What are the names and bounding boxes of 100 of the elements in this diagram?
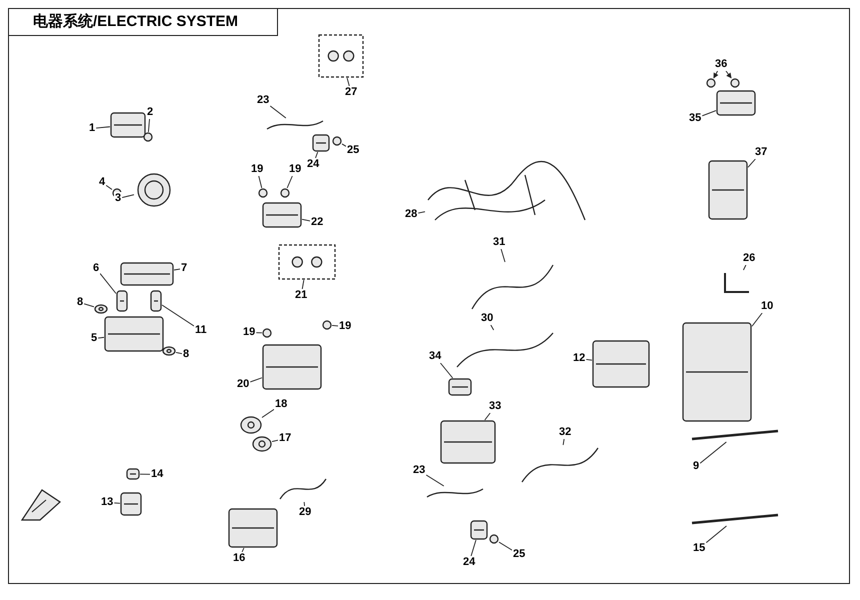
- relay-drawing: [120, 492, 142, 516]
- leader-line: [315, 152, 318, 158]
- leader-line: [470, 540, 476, 556]
- callout-number: 18: [274, 398, 288, 411]
- screw-circle: [280, 188, 290, 198]
- callout-number: 32: [558, 426, 572, 439]
- socket-drawing: [716, 90, 756, 116]
- holder-drawing: [682, 322, 752, 422]
- battery-drawing: [592, 340, 650, 388]
- strap-drawing: [690, 512, 780, 526]
- leader-line: [140, 474, 150, 475]
- grommet-drawing: [252, 436, 272, 452]
- connector-drawing: [448, 378, 472, 396]
- leader-line: [242, 548, 244, 552]
- callout-number: 19: [288, 163, 302, 176]
- cable-drawing: [455, 330, 555, 370]
- leader-line: [748, 158, 756, 168]
- leader-line: [713, 70, 718, 78]
- fuse-drawing: [150, 290, 162, 312]
- leader-line: [742, 264, 746, 270]
- leader-line: [586, 358, 592, 361]
- leader-line: [702, 110, 716, 116]
- leader-line: [162, 304, 194, 326]
- leader-line: [752, 312, 763, 327]
- connector-drawing: [708, 160, 748, 220]
- leader-line: [270, 106, 286, 118]
- leader-line: [258, 176, 262, 188]
- bracket-drawing: [722, 270, 752, 296]
- screw-circle: [322, 320, 332, 330]
- fuse-box-drawing: [104, 316, 164, 352]
- cable-drawing: [470, 262, 555, 312]
- leader-line: [148, 118, 150, 132]
- callout-number: 31: [492, 236, 506, 249]
- kit-drawing: [278, 244, 336, 280]
- leader-line: [84, 303, 94, 308]
- control-unit-drawing: [262, 202, 302, 228]
- washer-drawing: [162, 346, 176, 356]
- leader-line: [302, 218, 310, 222]
- leader-line: [418, 211, 426, 214]
- leader-line: [272, 440, 278, 442]
- grommet-drawing: [240, 416, 262, 434]
- coil-drawing: [228, 508, 278, 548]
- callout-number: 4: [98, 176, 106, 189]
- plug-cap-drawing: [312, 134, 330, 152]
- plug-cap-drawing: [470, 520, 488, 540]
- leader-line: [250, 377, 262, 382]
- callout-number: 19: [250, 163, 264, 176]
- callout-number: 37: [754, 146, 768, 159]
- leader-line: [500, 248, 506, 262]
- screw-circle: [332, 136, 342, 146]
- cable-drawing: [520, 445, 600, 485]
- callout-number: 36: [714, 58, 728, 71]
- kit-drawing: [318, 34, 364, 78]
- title-text: 电器系统/ELECTRIC SYSTEM: [8, 8, 278, 36]
- cable-drawing: [278, 476, 328, 502]
- plug-lead-drawing: [265, 118, 325, 132]
- plug-lead-drawing: [425, 486, 485, 500]
- leader-line: [346, 78, 350, 86]
- callout-number: 26: [742, 252, 756, 265]
- sensor-drawing: [110, 112, 146, 138]
- strap-drawing: [690, 428, 780, 442]
- leader-line: [176, 352, 182, 354]
- leader-line: [484, 412, 491, 420]
- callout-number: 33: [488, 400, 502, 413]
- leader-line: [490, 324, 494, 330]
- leader-line: [122, 194, 134, 198]
- leader-line: [174, 268, 180, 270]
- leader-line: [700, 442, 727, 464]
- leader-line: [304, 502, 305, 506]
- leader-line: [562, 438, 565, 446]
- leader-line: [106, 184, 112, 190]
- callout-number: 34: [428, 350, 442, 363]
- module-drawing: [440, 420, 496, 464]
- leader-line: [98, 336, 104, 338]
- leader-line: [302, 280, 304, 290]
- screw-circle: [143, 132, 153, 142]
- leader-line: [114, 502, 120, 504]
- connector-drawing: [126, 468, 140, 480]
- leader-line: [332, 324, 338, 326]
- callout-number: 6: [92, 262, 100, 275]
- leader-line: [256, 332, 262, 334]
- leader-line: [706, 526, 727, 544]
- regulator-drawing: [262, 344, 322, 390]
- callout-number: 10: [760, 300, 774, 313]
- leader-line: [96, 126, 110, 129]
- callout-number: 30: [480, 312, 494, 325]
- leader-line: [286, 176, 293, 188]
- leader-line: [262, 408, 274, 418]
- bulb-circle: [730, 78, 740, 88]
- leader-line: [440, 362, 454, 378]
- screw-circle: [258, 188, 268, 198]
- screw-circle: [262, 328, 272, 338]
- leader-line: [100, 273, 116, 294]
- leader-line: [498, 542, 512, 551]
- cover-drawing: [120, 262, 174, 286]
- leader-line: [426, 474, 444, 486]
- leader-line: [726, 70, 732, 78]
- bulb-circle: [706, 78, 716, 88]
- washer-drawing: [94, 304, 108, 314]
- fuse-drawing: [116, 290, 128, 312]
